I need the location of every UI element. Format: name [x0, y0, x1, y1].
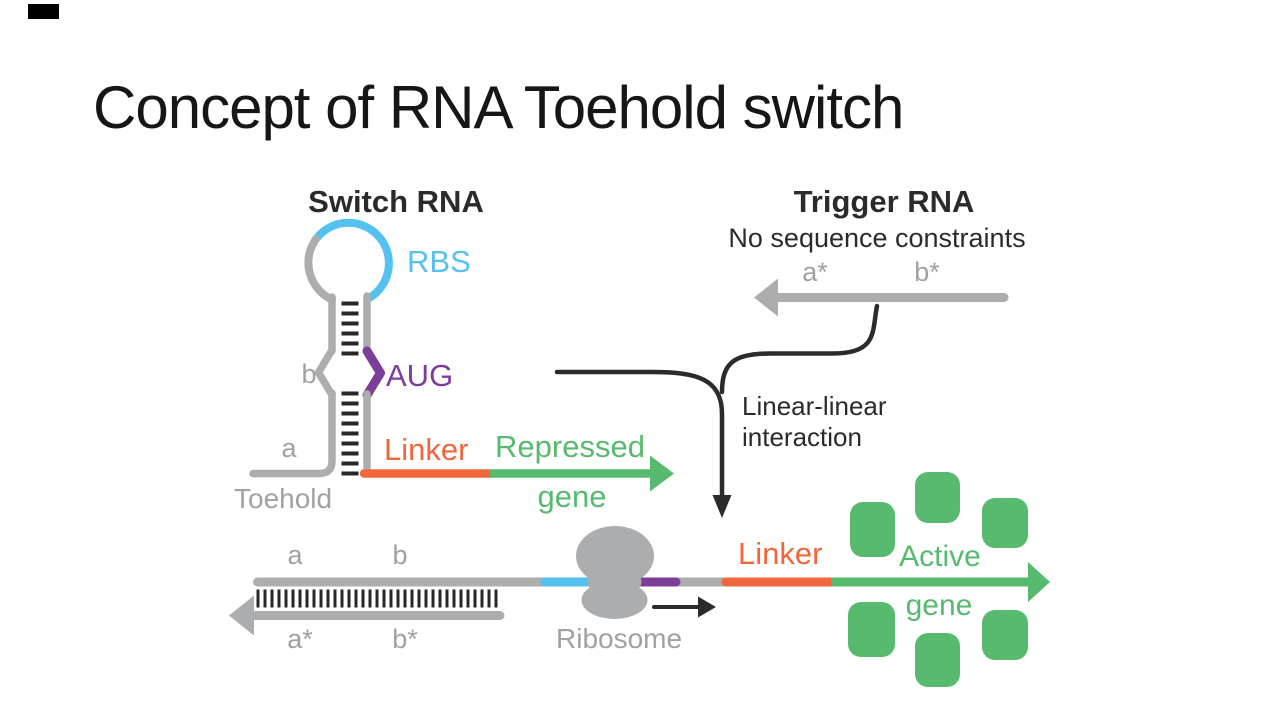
corner-mark	[28, 4, 59, 19]
interaction-group: Linear-linear interaction	[554, 303, 887, 518]
protein-blobs	[848, 472, 1028, 687]
interaction-down-arrowhead	[712, 495, 732, 518]
bottom-domain-a-label: a	[287, 540, 303, 570]
interaction-label: interaction	[742, 422, 862, 452]
protein-blob	[982, 498, 1028, 548]
page-title: Concept of RNA Toehold switch	[93, 74, 904, 141]
protein-blob	[850, 502, 895, 557]
linker-label-bottom: Linker	[738, 536, 822, 571]
aug-bulge	[362, 346, 385, 400]
active-complex-group: a b a* b* Ribosome Linker Active gene	[229, 472, 1050, 687]
toehold-switch-diagram: Switch RNA RBS AUG b a Toehold Li	[229, 184, 1050, 687]
aug-label: AUG	[386, 358, 453, 393]
hairpin-loop-gray-arc	[304, 235, 336, 304]
ribosome-large-subunit	[576, 526, 654, 586]
stem-left-strand-toehold	[249, 389, 336, 478]
bottom-domain-b-label: b	[392, 540, 407, 570]
trigger-rna-arrowhead	[754, 278, 778, 317]
bottom-domain-a-star-label: a*	[287, 624, 313, 654]
repressed-gene-label: gene	[538, 479, 607, 514]
domain-b-label: b	[301, 359, 316, 389]
duplex-basepair-ticks	[256, 589, 498, 608]
switch-rna-heading: Switch RNA	[308, 184, 484, 219]
translation-arrowhead	[698, 596, 716, 618]
switch-rna-group: Switch RNA RBS AUG b a Toehold Li	[234, 184, 674, 514]
protein-blob	[848, 602, 895, 657]
toehold-label: Toehold	[234, 483, 332, 514]
repressed-gene-arrowhead	[650, 455, 674, 492]
protein-blob	[915, 633, 960, 687]
hairpin-loop-rbs-arc	[312, 218, 393, 303]
active-gene-label: gene	[906, 589, 973, 622]
stem-left-bulge-b	[314, 346, 336, 399]
linker-label-top: Linker	[384, 432, 468, 467]
stem-basepair-rungs-bottom	[341, 391, 359, 476]
switch-to-merge-curve	[554, 369, 725, 500]
linear-linear-label: Linear-linear	[742, 391, 887, 421]
repressed-label: Repressed	[495, 429, 645, 464]
active-label: Active	[899, 540, 981, 573]
ribosome-small-subunit	[581, 581, 648, 619]
trigger-to-merge-curve	[719, 303, 880, 395]
stem-basepair-rungs-top	[341, 301, 359, 356]
trigger-rna-heading: Trigger RNA	[794, 184, 975, 219]
domain-a-label: a	[281, 433, 297, 463]
no-sequence-constraints-label: No sequence constraints	[728, 223, 1025, 253]
bottom-domain-b-star-label: b*	[392, 624, 418, 654]
ribosome	[576, 526, 654, 619]
bound-trigger-arrowhead	[229, 595, 254, 636]
trigger-rna-group: Trigger RNA No sequence constraints a* b…	[728, 184, 1026, 317]
trigger-domain-a-star-label: a*	[802, 257, 828, 287]
trigger-domain-b-star-label: b*	[914, 257, 940, 287]
active-gene-arrowhead	[1028, 562, 1050, 602]
rbs-label: RBS	[407, 244, 471, 279]
ribosome-label: Ribosome	[556, 623, 682, 654]
protein-blob	[982, 610, 1028, 660]
protein-blob	[915, 472, 960, 523]
